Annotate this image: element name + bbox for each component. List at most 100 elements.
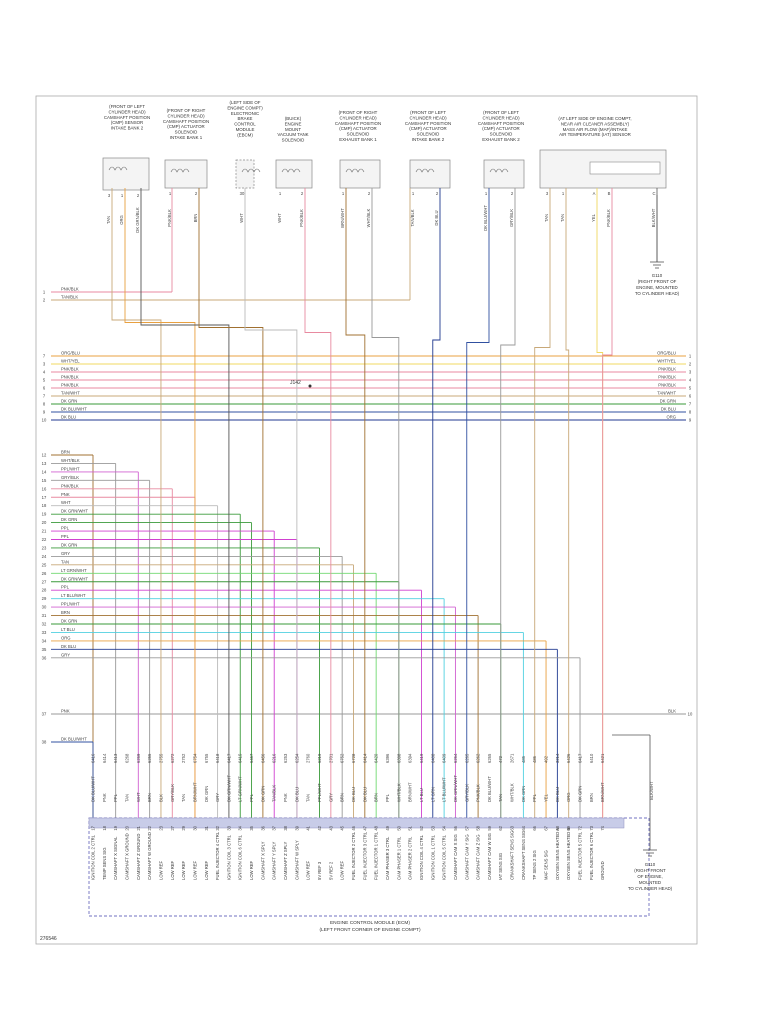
left-pin-number: 32: [42, 622, 47, 627]
left-pin-number: 9: [43, 410, 46, 415]
ecm-pin-function: LOW REF: [181, 860, 186, 880]
ecm-pin-number: 57: [464, 825, 469, 830]
ecm-pin-number: 47: [362, 825, 367, 830]
ecm-pin-number: 45: [340, 825, 345, 830]
left-wire-label: PNK/BLK: [61, 383, 79, 388]
ecm-pin-circuit: 6264: [453, 753, 458, 763]
ecm-pin-function: CAMSHAFT Z SPLY: [283, 842, 288, 880]
component-wire: [432, 188, 441, 818]
ecm-pin-circuit: 6265: [487, 753, 492, 763]
ecm-pin-function: CAMSHAFT W GROUND: [147, 832, 152, 880]
component-wire-label: BRN: [193, 214, 198, 223]
component-wire: [534, 188, 551, 818]
right-pin-number: 10: [688, 712, 693, 717]
wire-group: [51, 188, 686, 818]
ecm-pin-function: CAM PHASER 1 CTRL: [396, 836, 401, 880]
ecm-pin-number: 36: [260, 825, 265, 830]
ecm-pin-circuit: 6417: [226, 753, 231, 763]
component-box: [275, 159, 313, 189]
component-pin: C: [652, 191, 655, 196]
ecm-pin-function: TEMP SENS SIG: [102, 847, 107, 880]
component-wire: [565, 188, 570, 818]
ecm-pin-circuit: 6255: [147, 753, 152, 763]
ground-bottom-label-4: TO CYLINDER HEAD): [628, 886, 673, 891]
component-wire: [124, 188, 196, 818]
left-row-38: 38 DK BLU/WHT: [42, 737, 88, 745]
component-wire: [466, 188, 490, 818]
ecm-pin-circuit: 6415: [238, 753, 243, 763]
ecm-pin-function: IGNITION COIL 6 CTRL: [238, 834, 243, 880]
ecm-pin-wire: TAN: [498, 794, 503, 802]
component-pin: 2: [137, 193, 140, 198]
ecm-pin-function: FUEL INJECTOR 3 CTRL: [362, 831, 367, 880]
ecm-pin-circuit: 6268: [124, 753, 129, 763]
component-label: INTAKE BANK 2: [111, 126, 144, 131]
component-label: (CMP) ACTUATOR: [409, 126, 446, 131]
ecm-pin-circuit: 6413: [113, 753, 118, 763]
component-wire-label: PNK/BLK: [606, 209, 611, 227]
ecm-pin-circuit: 6426: [566, 753, 571, 763]
ground-top-label-2: ENGINE, MOUNTED: [636, 285, 677, 290]
left-wire-label: TAN/WHT: [61, 391, 80, 396]
left-wire-label: PPL: [61, 526, 70, 531]
ecm-pin-number: 35: [249, 825, 254, 830]
left-pin-number: 18: [42, 503, 47, 508]
left-wire-label: DK GRN: [61, 542, 77, 547]
left-wire-label: WHT/YEL: [61, 359, 80, 364]
ecm-pin-circuit: 6419: [419, 753, 424, 763]
left-wire-label: WHT: [61, 500, 71, 505]
ecm-pin-circuit: 6396: [385, 753, 390, 763]
left-pin-number: 7: [43, 354, 46, 359]
ground-bottom-label-0: G110: [645, 862, 656, 867]
left-wire-label: PNK: [61, 709, 70, 714]
component-label: SOLENOID: [417, 132, 440, 137]
right-pin-number: 5: [689, 386, 692, 391]
left-pin-number: 13: [42, 461, 47, 466]
component-box: [164, 159, 208, 189]
ecm-pin-circuit: 2755: [158, 753, 163, 763]
component-pin: A: [593, 191, 596, 196]
component-wire-label: TAN: [560, 214, 565, 222]
ecm-pin-number: 18: [102, 825, 107, 830]
left-wire-label: DK BLU/WHT: [61, 737, 87, 742]
ecm-pin-wire: BRN/WHT: [192, 782, 197, 802]
ecm-pin-circuit: 6254: [294, 753, 299, 763]
left-wire-label: LT BLU/WHT: [61, 593, 86, 598]
ecm-pin-wire: GRY: [328, 793, 333, 802]
right-pin-number: 9: [689, 418, 692, 423]
component-wire: [345, 188, 366, 818]
ecm-pin-function: CAMSHAFT CAM W SIG: [487, 833, 492, 880]
left-wire-label: PNK/BLK: [61, 367, 79, 372]
ecm-pin-circuit: 6410: [589, 753, 594, 763]
component-label: CYLINDER HEAD): [339, 115, 377, 120]
ecm-pin-circuit: 2752: [181, 753, 186, 763]
ecm-pin-function: LOW REF: [192, 860, 197, 880]
left-pin-number: 34: [42, 638, 47, 643]
ecm-pin-wire: DK GRN/WHT: [453, 775, 458, 802]
ecm-pin-wire: DK BLU/WHT: [91, 776, 96, 802]
component-label: (FRONT OF LEFT: [483, 110, 519, 115]
left-pin-number: 38: [42, 740, 47, 745]
component-pin: 2: [436, 191, 439, 196]
ecm-pin-function: CAMSHAFT CAM X SIG: [453, 834, 458, 880]
ecm-pin-function: 5V REF 2: [328, 861, 333, 880]
left-wire-label: PNK: [61, 492, 70, 497]
component-label: MODULE: [236, 127, 255, 132]
left-pin-number: 19: [42, 512, 47, 517]
ecm-title: ENGINE CONTROL MODULE (ECM): [330, 920, 410, 926]
right-pin-number: 8: [689, 410, 692, 415]
right-wire-label: ORG: [666, 415, 676, 420]
ecm-pin-wire: GRY/BLK: [464, 784, 469, 802]
ecm-module: ENGINE CONTROL MODULE (ECM) (LEFT FRONT …: [88, 753, 650, 933]
left-pin-number: 6: [43, 386, 46, 391]
